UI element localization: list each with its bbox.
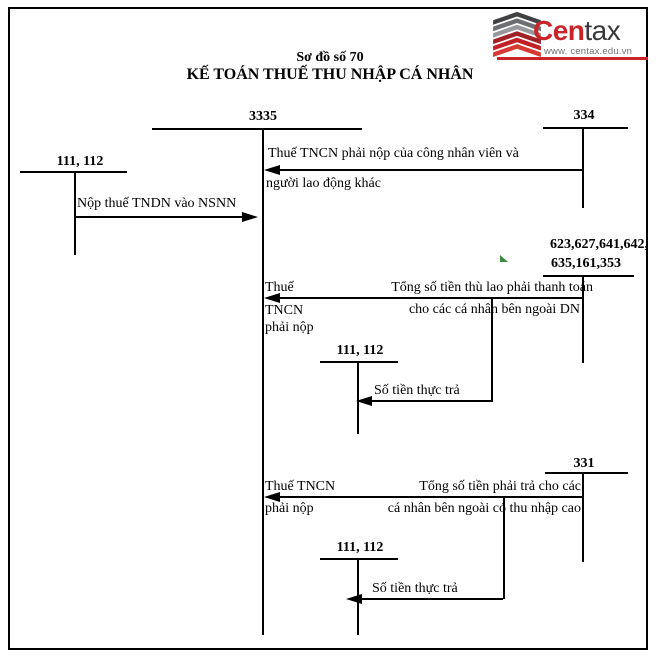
centax-logo: Centax bbox=[533, 15, 621, 47]
account-111-112-top-line bbox=[20, 171, 127, 173]
account-334-top-line bbox=[543, 127, 628, 129]
account-331-top-line bbox=[545, 472, 628, 474]
flow-331-left-text1: Thuế TNCN bbox=[265, 479, 336, 494]
account-331-stem-line bbox=[582, 472, 584, 562]
logo-red-underline bbox=[497, 57, 648, 60]
diagram-subtitle: Sơ đồ số 70 bbox=[296, 50, 364, 65]
centax-logo-cen: Cen bbox=[533, 15, 585, 46]
flow-331-connector-line bbox=[503, 497, 505, 599]
flow-thu-lao-right-text2: cho các cá nhân bên ngoài DN bbox=[408, 302, 580, 317]
green-arrow-mark bbox=[500, 255, 508, 262]
flow-thuc-tra-mid-arrow-line bbox=[368, 400, 493, 402]
account-623-stem-line bbox=[582, 275, 584, 363]
flow-331-right-text1: Tổng số tiền phải trả cho các bbox=[419, 479, 581, 494]
diagram-frame bbox=[8, 7, 648, 650]
account-111-112-top-label: 111, 112 bbox=[56, 154, 104, 169]
account-623-top-line bbox=[543, 275, 634, 277]
centax-website-text: www. centax.edu.vn bbox=[544, 46, 633, 57]
flow-nop-thue-arrow-line bbox=[75, 216, 246, 218]
flow-334-arrowhead-icon bbox=[264, 165, 280, 175]
account-623-label-line2: 635,161,353 bbox=[551, 256, 621, 271]
centax-logo-tax: tax bbox=[584, 15, 621, 46]
flow-thu-lao-arrowhead-icon bbox=[264, 293, 280, 303]
flow-334-text-line2: người lao động khác bbox=[266, 176, 381, 191]
flow-331-right-text2: cá nhân bên ngoài có thu nhập cao bbox=[387, 501, 581, 516]
flow-334-arrow-line bbox=[270, 169, 582, 171]
flow-331-arrowhead-icon bbox=[264, 492, 280, 502]
flow-thuc-tra-mid-text: Số tiền thực trả bbox=[374, 383, 460, 398]
flow-nop-thue-arrowhead-icon bbox=[242, 212, 258, 222]
account-111-112-bottom-label: 111, 112 bbox=[336, 540, 384, 555]
flow-thuc-tra-bottom-arrowhead-icon bbox=[346, 594, 362, 604]
flow-thu-lao-arrow-line bbox=[270, 297, 582, 299]
account-3335-stem-line bbox=[262, 128, 264, 635]
account-111-112-mid-line bbox=[320, 361, 398, 363]
account-331-label: 331 bbox=[573, 456, 595, 471]
flow-thuc-tra-mid-arrowhead-icon bbox=[356, 396, 372, 406]
flow-thu-lao-left-text3: phải nộp bbox=[265, 320, 314, 335]
account-3335-top-line bbox=[152, 128, 362, 130]
flow-thu-lao-left-text2: TNCN bbox=[265, 303, 304, 318]
account-3335-label: 3335 bbox=[249, 109, 277, 124]
flow-331-arrow-line bbox=[270, 496, 582, 498]
flow-thuc-tra-bottom-arrow-line bbox=[352, 598, 503, 600]
account-623-label-line1: 623,627,641,642, bbox=[550, 237, 648, 252]
flow-331-left-text2: phải nộp bbox=[265, 501, 314, 516]
account-111-112-mid-label: 111, 112 bbox=[336, 343, 384, 358]
flow-nop-thue-text: Nộp thuế TNDN vào NSNN bbox=[77, 196, 237, 211]
centax-diamond-icon bbox=[493, 11, 541, 57]
flow-thu-lao-connector-line bbox=[491, 298, 493, 402]
account-334-stem-line bbox=[582, 127, 584, 208]
account-334-label: 334 bbox=[573, 108, 595, 123]
flow-thuc-tra-bottom-text: Số tiền thực trả bbox=[372, 581, 458, 596]
flow-thu-lao-left-text1: Thuế bbox=[265, 280, 294, 295]
flow-334-text-line1: Thuế TNCN phải nộp của công nhân viên và bbox=[268, 146, 519, 161]
account-111-112-top-stem-line bbox=[74, 171, 76, 255]
account-111-112-bottom-line bbox=[320, 558, 398, 560]
flow-thu-lao-right-text1: Tổng số tiền thù lao phải thanh toán bbox=[391, 280, 593, 295]
page-title: KẾ TOÁN THUẾ THU NHẬP CÁ NHÂN bbox=[186, 66, 474, 83]
